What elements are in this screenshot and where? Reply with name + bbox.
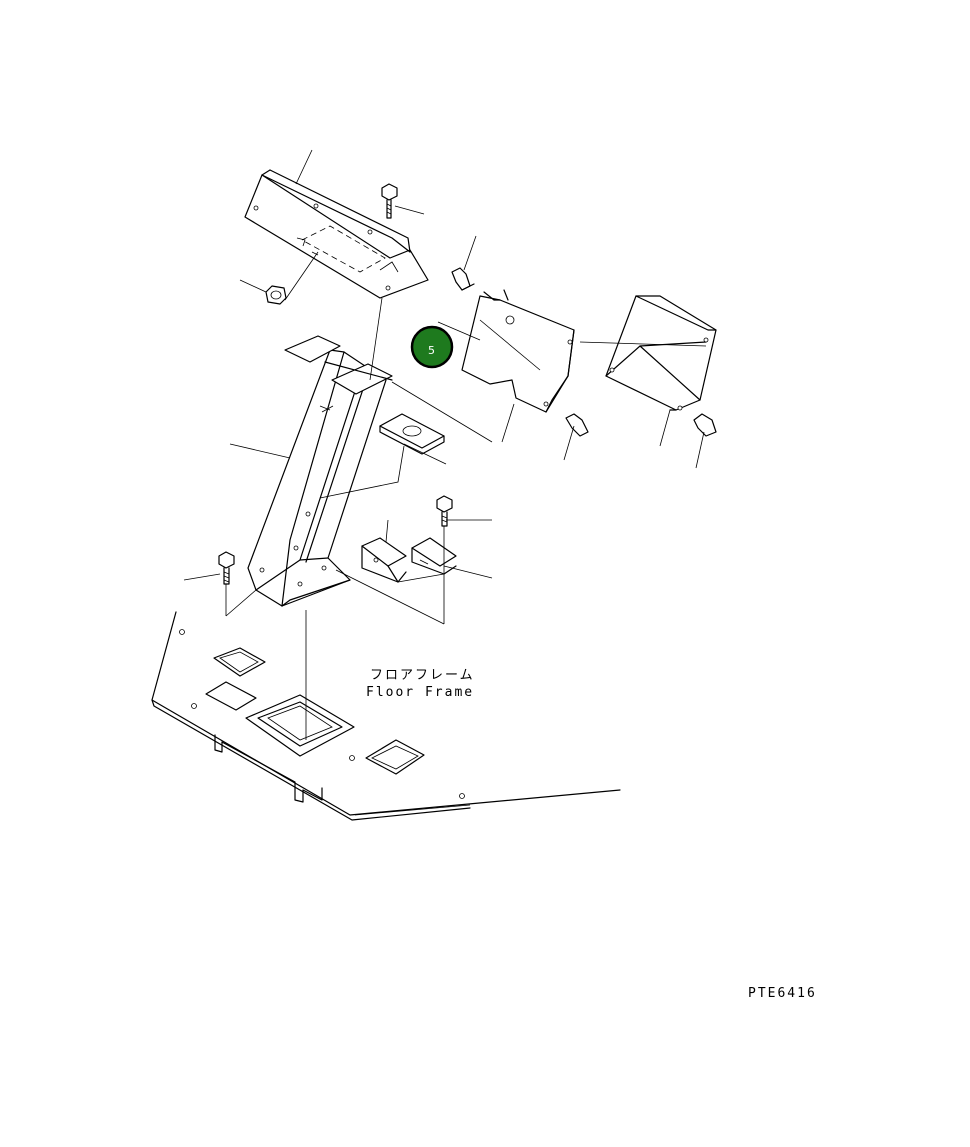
clip-top-icon <box>451 267 475 291</box>
drawing-code: PTE6416 <box>748 986 817 1001</box>
bolt-right-icon <box>436 495 453 527</box>
clip-right-icon <box>693 413 717 437</box>
bolt-top-icon <box>381 183 398 219</box>
side-cover <box>461 289 575 413</box>
floor-frame-label-jp: フロアフレーム <box>370 668 475 683</box>
floor-frame-label-en: Floor Frame <box>366 685 474 700</box>
callout-5: 5 <box>410 325 454 369</box>
upper-cover <box>244 169 429 299</box>
pad-plate <box>361 537 407 583</box>
bracket-column <box>247 335 393 607</box>
nut-icon <box>265 285 287 305</box>
clip-mid-icon <box>565 413 589 437</box>
leader-lines <box>183 149 707 740</box>
cover-box <box>605 295 717 411</box>
callout-number: 5 <box>428 344 435 357</box>
floor-frame <box>151 611 621 821</box>
pad-plate-small <box>411 537 457 575</box>
shim-plate <box>379 413 445 455</box>
bolt-left-icon <box>218 551 235 585</box>
